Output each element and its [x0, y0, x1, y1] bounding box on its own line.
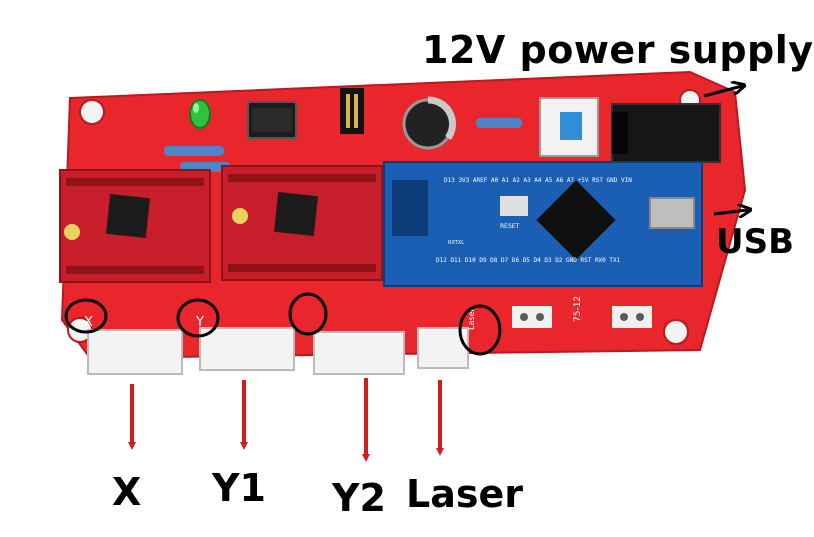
green-led	[189, 99, 211, 129]
callout-12v-power-supply: 12V power supply	[422, 28, 814, 72]
nano-pin-labels-top: D12 D11 D10 D9 D8 D7 D6 D5 D4 D3 D2 GND …	[436, 257, 621, 264]
callout-usb: USB	[716, 222, 795, 262]
callout-y2: Y2	[332, 476, 386, 520]
arrow-power	[703, 86, 742, 98]
photo-stage: D13 3V3 AREF A0 A1 A2 A3 A4 A5 A6 A7 +5V…	[59, 28, 813, 520]
dc-power-jack	[611, 103, 721, 163]
highlight-circle-x	[64, 298, 108, 334]
arduino-nano: D13 3V3 AREF A0 A1 A2 A3 A4 A5 A6 A7 +5V…	[383, 161, 703, 287]
silk-axis-y: Y	[195, 315, 204, 330]
connector-y2	[313, 331, 405, 375]
callout-y1: Y1	[212, 466, 266, 510]
highlight-circle-y2	[288, 292, 328, 336]
callout-laser: Laser	[406, 472, 523, 516]
highlight-circle-y1	[176, 298, 220, 338]
stepper-driver-x	[59, 169, 211, 283]
silk-voltage-port: 75-12	[573, 296, 583, 322]
power-switch	[539, 97, 599, 157]
jumper-header	[340, 88, 364, 134]
arrow-usb	[713, 210, 748, 214]
stepper-driver-y	[221, 165, 383, 281]
connector-x	[87, 329, 183, 375]
voltage-regulator	[247, 101, 297, 139]
nano-reset-label: RESET	[500, 223, 520, 230]
terminal-12v	[612, 306, 652, 328]
nano-pin-labels-bottom: D13 3V3 AREF A0 A1 A2 A3 A4 A5 A6 A7 +5V…	[444, 177, 632, 184]
capacitor	[402, 96, 457, 150]
silk-axis-x: X	[84, 315, 93, 330]
connector-y1	[199, 327, 295, 371]
callout-x: X	[112, 470, 142, 514]
silk-laser-port: Laser	[467, 308, 476, 330]
highlight-circle-laser	[458, 304, 502, 356]
terminal-laser-power	[512, 306, 552, 328]
board-photo: D13 3V3 AREF A0 A1 A2 A3 A4 A5 A6 A7 +5V…	[59, 70, 800, 462]
nano-led-label: RXTXL	[448, 240, 464, 246]
